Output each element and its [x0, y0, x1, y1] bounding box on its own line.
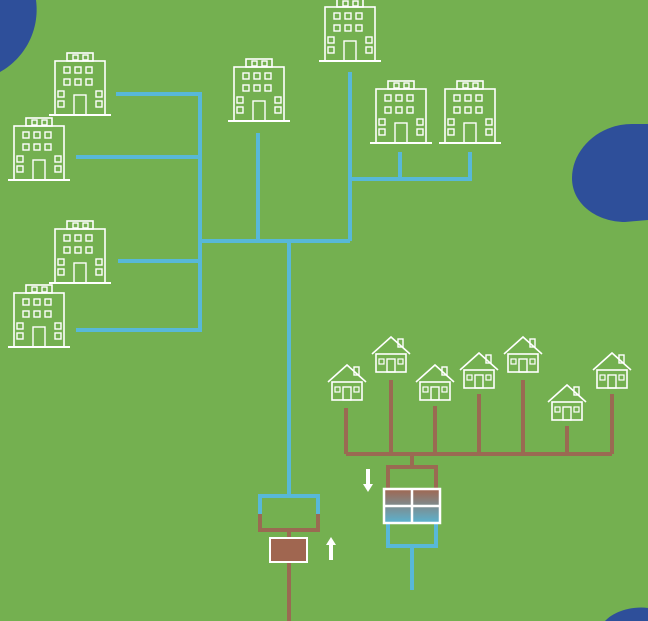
- exchanger-right-bottom: [386, 524, 438, 548]
- blob-right: [572, 124, 648, 222]
- exchanger-right-top: [386, 465, 438, 488]
- brown-network: [287, 380, 614, 621]
- arrow-down-icon: [363, 469, 373, 492]
- arrow-up-icon: [326, 537, 336, 560]
- blue-pipe-left-branch: [76, 92, 202, 332]
- blob-bottom-right: [605, 607, 648, 621]
- blue-pipe-right-branch: [350, 152, 472, 181]
- heat-exchanger: [382, 487, 442, 525]
- blue-network: [76, 72, 472, 590]
- exchanger-bracket: [258, 494, 320, 514]
- storage-box-brown: [269, 537, 308, 563]
- blob-top-left: [0, 0, 37, 72]
